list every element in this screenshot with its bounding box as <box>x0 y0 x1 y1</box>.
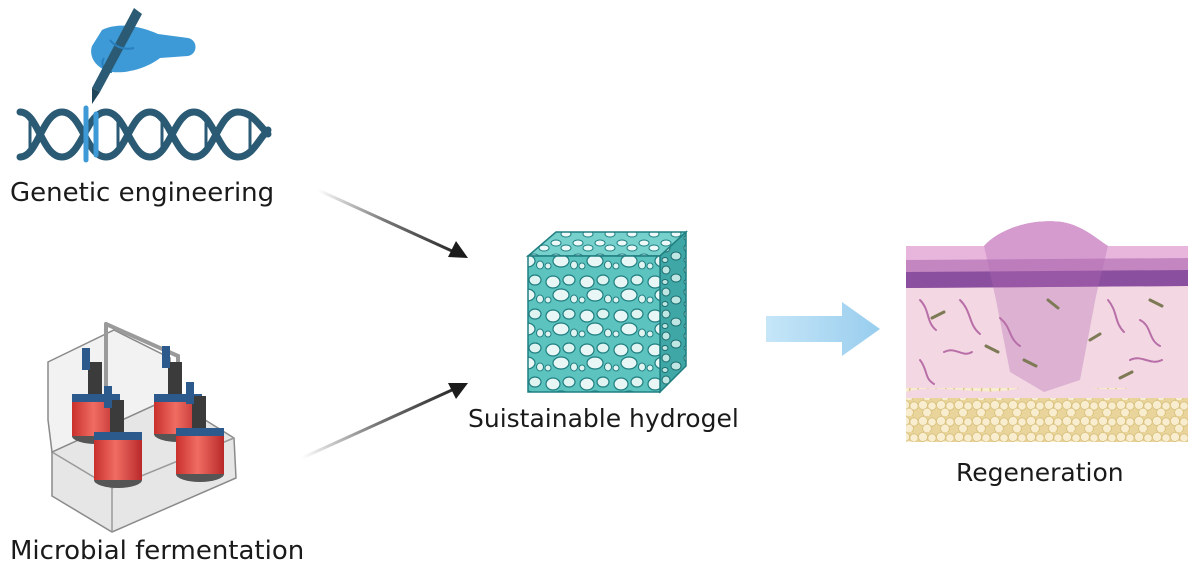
dna-base-pairs <box>28 119 252 150</box>
wound-area <box>984 221 1108 392</box>
porous-hydrogel-cube-icon <box>525 230 688 394</box>
label-microbial-fermentation: Microbial fermentation <box>10 536 305 566</box>
dermis-fibers <box>919 299 1163 385</box>
arrow-genetic-to-hydrogel <box>317 188 468 258</box>
hydrogel-side-face <box>659 230 687 394</box>
skin-dermis <box>906 276 1188 398</box>
hand-editing-dna-icon <box>16 8 272 163</box>
label-sustainable-hydrogel: Suistainable hydrogel <box>468 404 739 433</box>
dna-helix <box>16 108 272 161</box>
hand-with-pen <box>91 8 196 104</box>
hydrogel-front-face <box>527 255 661 393</box>
bioreactor-array-icon <box>47 322 237 533</box>
arrow-fermentation-to-hydrogel <box>301 383 468 460</box>
bioreactor-vessel-3 <box>94 386 142 488</box>
dna-edited-segment <box>83 105 99 163</box>
label-regeneration: Regeneration <box>956 458 1124 487</box>
skin-tissue-section-icon <box>906 221 1188 442</box>
dermis-cells <box>930 298 1164 380</box>
arrow-hydrogel-to-regeneration <box>766 302 880 356</box>
hydrogel-top-face <box>525 231 688 257</box>
bioreactor-vessel-4 <box>176 382 224 482</box>
label-genetic-engineering: Genetic engineering <box>10 178 275 208</box>
